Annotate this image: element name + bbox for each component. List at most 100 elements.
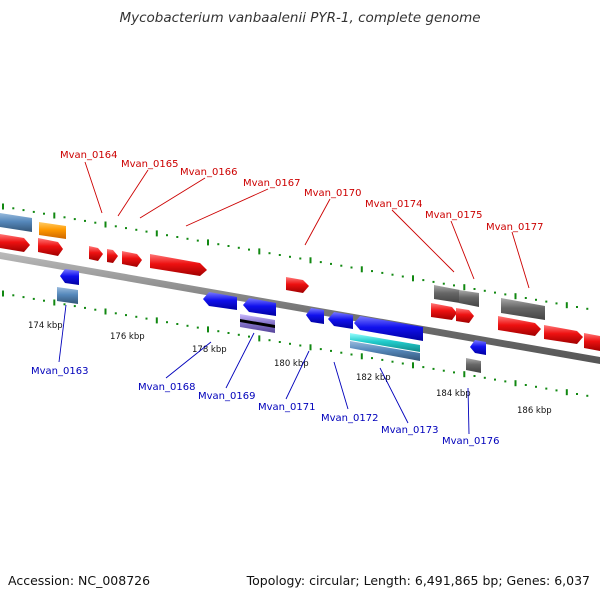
- gene-label-reverse: Mvan_0172: [321, 413, 378, 424]
- minor-tick: [576, 393, 578, 395]
- minor-tick: [125, 314, 127, 317]
- minor-tick: [63, 303, 66, 306]
- leader-line: [84, 161, 103, 214]
- minor-tick: [114, 312, 117, 315]
- minor-tick: [381, 271, 384, 274]
- gene-arrow-forward: [38, 238, 63, 256]
- major-tick: [565, 389, 568, 396]
- major-tick: [412, 275, 414, 282]
- gene-label-forward: Mvan_0166: [180, 167, 237, 178]
- minor-tick: [278, 341, 281, 343]
- minor-tick: [473, 288, 476, 290]
- major-tick: [53, 299, 56, 306]
- minor-tick: [84, 306, 86, 309]
- gene-label-forward: Mvan_0175: [425, 210, 482, 221]
- minor-tick: [63, 216, 66, 219]
- gene-arrow-forward: [286, 277, 309, 293]
- major-tick: [309, 344, 312, 351]
- leader-line: [165, 341, 212, 379]
- minor-tick: [432, 280, 435, 283]
- major-tick: [360, 353, 363, 360]
- reverse-gene-labels: Mvan_0163 Mvan_0168 Mvan_0169 Mvan_0171 …: [31, 304, 499, 447]
- reverse-strand-features: [57, 269, 486, 373]
- forward-strand-features: [0, 213, 600, 351]
- gene-label-forward: Mvan_0164: [60, 150, 117, 161]
- minor-tick: [494, 378, 496, 381]
- minor-tick: [524, 297, 527, 299]
- leader-line: [185, 188, 269, 227]
- kbp-label: 186 kbp: [517, 406, 552, 416]
- minor-tick: [32, 297, 35, 300]
- minor-tick: [381, 358, 384, 361]
- gene-label-reverse: Mvan_0173: [381, 425, 438, 436]
- minor-tick: [340, 264, 343, 267]
- leader-line: [379, 367, 409, 424]
- minor-tick: [371, 357, 373, 360]
- minor-tick: [586, 307, 589, 310]
- minor-tick: [391, 360, 394, 363]
- major-tick: [2, 290, 4, 297]
- minor-tick: [73, 218, 76, 221]
- gene-arrow-reverse: [243, 298, 276, 316]
- minor-tick: [12, 294, 15, 297]
- leader-line: [467, 387, 470, 435]
- major-tick: [514, 380, 517, 387]
- leader-line: [139, 177, 206, 219]
- minor-tick: [350, 353, 353, 356]
- leader-line: [58, 304, 67, 363]
- minor-tick: [268, 252, 271, 255]
- gene-label-reverse: Mvan_0169: [198, 391, 255, 402]
- minor-tick: [299, 344, 302, 347]
- minor-tick: [196, 239, 199, 242]
- minor-tick: [186, 237, 189, 240]
- gene-arrow-forward: [107, 249, 118, 263]
- minor-tick: [227, 332, 230, 334]
- forward-tick-track: [2, 203, 589, 310]
- minor-tick: [350, 266, 353, 269]
- leader-line: [511, 231, 530, 289]
- feature-block-grey: [459, 290, 479, 307]
- minor-tick: [248, 335, 250, 338]
- major-tick: [463, 371, 466, 378]
- minor-tick: [535, 385, 537, 388]
- leader-line: [450, 220, 475, 280]
- kbp-label: 176 kbp: [110, 332, 145, 342]
- gene-arrow-forward: [584, 333, 600, 351]
- gene-label-forward: Mvan_0174: [365, 199, 422, 210]
- minor-tick: [340, 351, 343, 354]
- feature-block-stripe: [240, 319, 275, 328]
- minor-tick: [43, 299, 45, 302]
- minor-tick: [371, 270, 373, 273]
- gene-label-reverse: Mvan_0163: [31, 366, 88, 377]
- minor-tick: [401, 275, 404, 278]
- minor-tick: [555, 389, 558, 392]
- minor-tick: [22, 296, 25, 299]
- minor-tick: [176, 323, 179, 325]
- major-tick: [309, 257, 312, 264]
- minor-tick: [555, 302, 558, 305]
- minor-tick: [217, 330, 220, 333]
- major-tick: [104, 308, 107, 315]
- gene-arrow-reverse: [470, 340, 486, 355]
- page-title: Mycobacterium vanbaalenii PYR-1, complet…: [119, 10, 481, 26]
- major-tick: [207, 239, 209, 246]
- minor-tick: [442, 369, 445, 372]
- minor-tick: [32, 210, 35, 213]
- minor-tick: [319, 261, 322, 264]
- major-tick: [463, 284, 466, 291]
- gene-arrow-forward: [544, 325, 583, 344]
- minor-tick: [545, 387, 548, 390]
- genome-summary-text: Topology: circular; Length: 6,491,865 bp…: [246, 573, 590, 588]
- gene-label-forward: Mvan_0167: [243, 178, 300, 189]
- major-tick: [155, 230, 158, 237]
- major-tick: [104, 221, 107, 228]
- feature-block-steel: [0, 213, 32, 232]
- feature-block-cyan: [350, 333, 420, 352]
- gene-arrow-forward: [89, 246, 103, 261]
- minor-tick: [73, 305, 76, 308]
- minor-tick: [166, 234, 168, 237]
- kbp-labels: 174 kbp 176 kbp 178 kbp 180 kbp 182 kbp …: [28, 321, 552, 416]
- minor-tick: [442, 282, 445, 285]
- minor-tick: [125, 227, 127, 230]
- major-tick: [258, 248, 261, 255]
